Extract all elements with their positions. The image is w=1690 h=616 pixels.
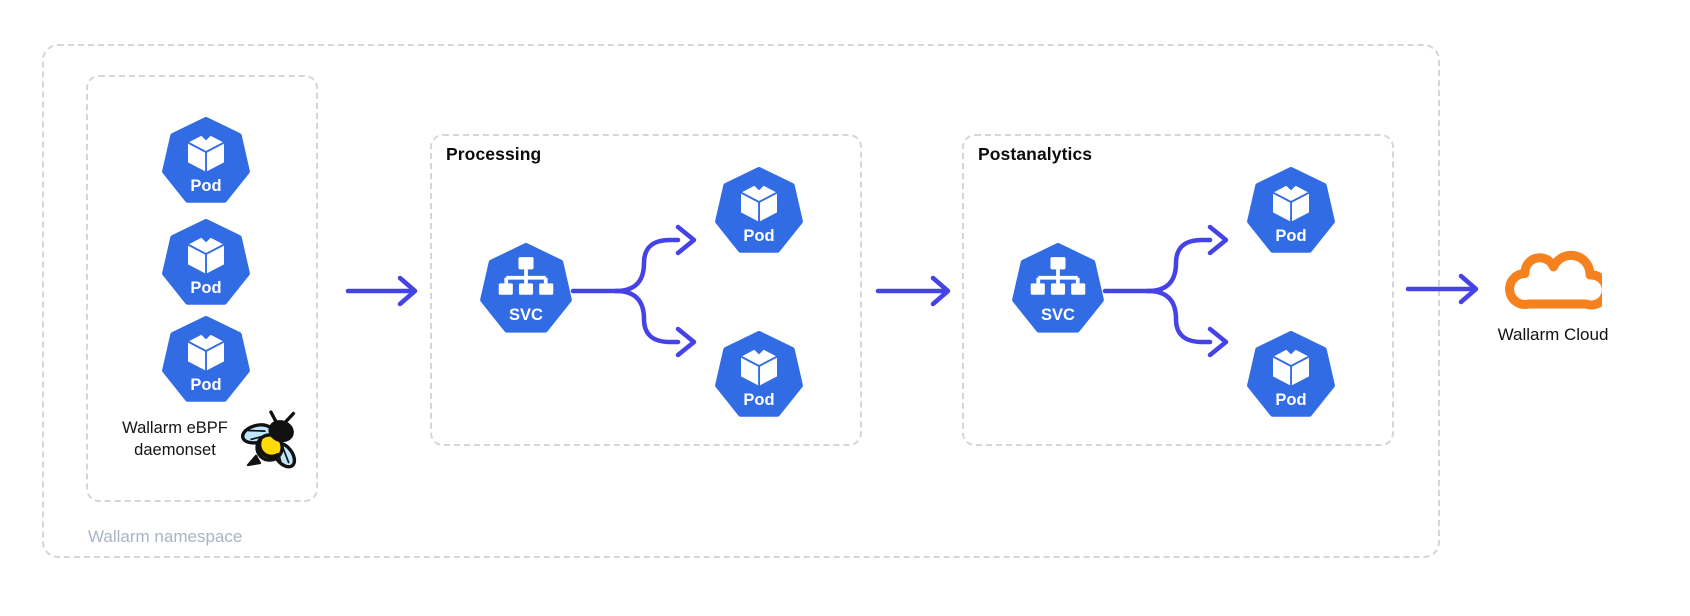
- processing-pod-1: Pod: [714, 167, 804, 257]
- postanalytics-pod-2: Pod: [1246, 331, 1336, 421]
- cloud-icon: [1505, 250, 1602, 310]
- pod-label: Pod: [743, 227, 775, 245]
- processing-title: Processing: [446, 144, 542, 164]
- pod-label: Pod: [1275, 227, 1307, 245]
- daemonset-pod-1: Pod: [161, 117, 251, 207]
- daemonset-caption-line2: daemonset: [134, 441, 216, 460]
- pod-label: Pod: [190, 376, 222, 394]
- daemonset-pod-2: Pod: [161, 219, 251, 309]
- processing-box: [430, 134, 862, 446]
- pod-label: Pod: [1275, 391, 1307, 409]
- namespace-label: Wallarm namespace: [88, 527, 243, 546]
- processing-service: SVC: [479, 243, 573, 337]
- wallarm-namespace-box: [42, 44, 1440, 558]
- pod-label: Pod: [743, 391, 775, 409]
- postanalytics-title: Postanalytics: [978, 144, 1093, 164]
- postanalytics-pod-1: Pod: [1246, 167, 1336, 257]
- postanalytics-service: SVC: [1011, 243, 1105, 337]
- service-label: SVC: [1041, 306, 1075, 324]
- daemonset-caption: Wallarm eBPF daemonset: [100, 417, 250, 462]
- ebpf-bee-icon: [240, 410, 297, 469]
- pod-label: Pod: [190, 177, 222, 195]
- cloud-label: Wallarm Cloud: [1497, 325, 1609, 344]
- processing-pod-2: Pod: [714, 331, 804, 421]
- postanalytics-box: [962, 134, 1394, 446]
- daemonset-box: [86, 75, 318, 502]
- service-label: SVC: [509, 306, 543, 324]
- pod-label: Pod: [190, 279, 222, 297]
- daemonset-caption-line1: Wallarm eBPF: [122, 419, 228, 437]
- daemonset-pod-3: Pod: [161, 316, 251, 406]
